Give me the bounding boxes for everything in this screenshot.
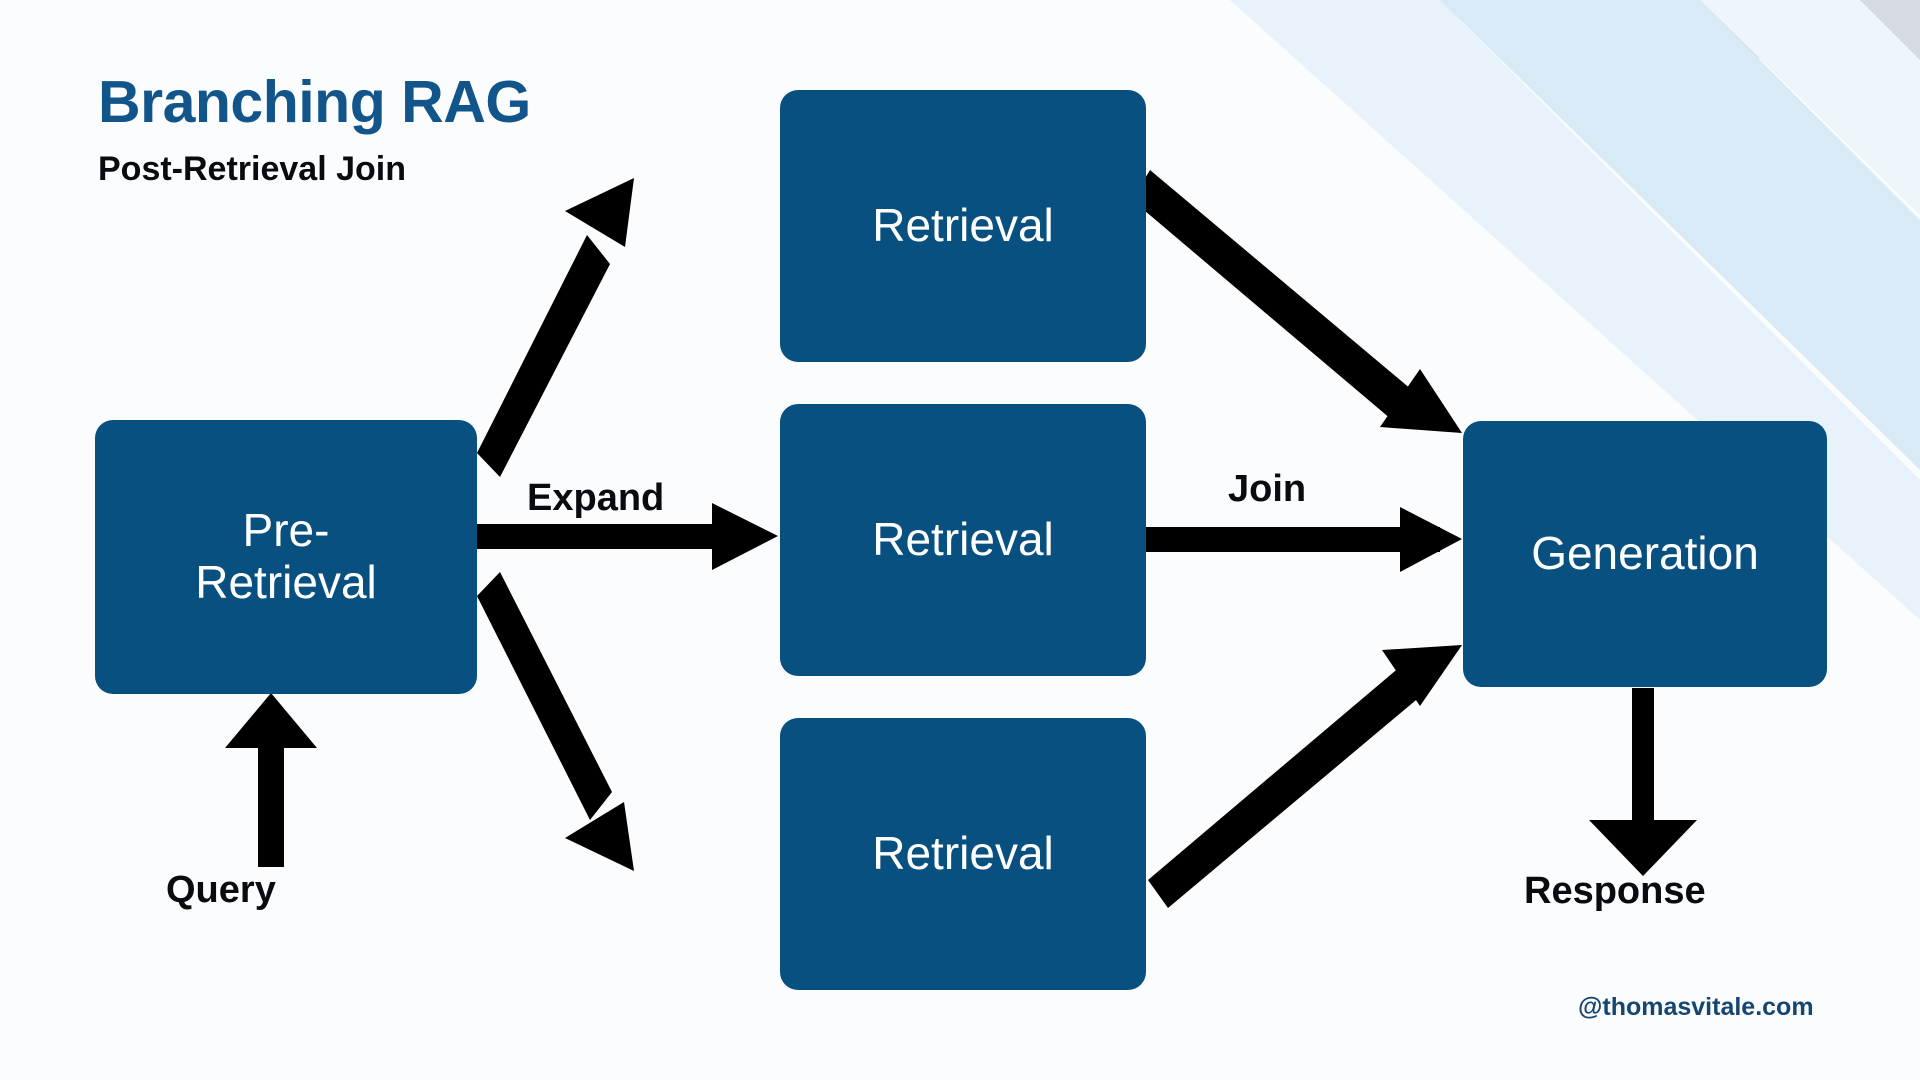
node-retrieval-1-label: Retrieval bbox=[872, 199, 1054, 252]
watermark: @thomasvitale.com bbox=[1578, 993, 1814, 1021]
title-block: Branching RAG Post-Retrieval Join bbox=[98, 69, 738, 188]
page-title: Branching RAG bbox=[98, 69, 531, 135]
edge-pre-retrieval-to-retrieval-2 bbox=[477, 503, 778, 570]
node-retrieval-2[interactable]: Retrieval bbox=[780, 404, 1146, 676]
edge-retrieval-1-to-generation bbox=[1132, 170, 1462, 433]
node-retrieval-1[interactable]: Retrieval bbox=[780, 90, 1146, 362]
node-generation[interactable]: Generation bbox=[1463, 421, 1827, 687]
edge-label-expand: Expand bbox=[527, 477, 665, 519]
node-pre-retrieval-label-line1: Pre- bbox=[242, 504, 330, 557]
edge-retrieval-3-to-generation bbox=[1148, 645, 1462, 908]
edge-label-join: Join bbox=[1228, 468, 1307, 510]
page-subtitle: Post-Retrieval Join bbox=[98, 150, 406, 188]
node-retrieval-3-label: Retrieval bbox=[872, 827, 1054, 880]
edge-pre-retrieval-to-retrieval-1 bbox=[477, 178, 634, 477]
edge-generation-to-response bbox=[1589, 688, 1697, 876]
edge-query-to-pre-retrieval bbox=[225, 693, 317, 867]
output-label-response: Response bbox=[1524, 870, 1706, 912]
node-pre-retrieval[interactable]: Pre- Retrieval bbox=[95, 420, 477, 694]
node-generation-label: Generation bbox=[1531, 527, 1759, 580]
node-pre-retrieval-label: Pre- Retrieval bbox=[187, 505, 385, 608]
edge-pre-retrieval-to-retrieval-3 bbox=[477, 572, 634, 871]
node-retrieval-3[interactable]: Retrieval bbox=[780, 718, 1146, 990]
node-retrieval-2-label: Retrieval bbox=[872, 513, 1054, 566]
input-label-query: Query bbox=[166, 869, 276, 911]
node-pre-retrieval-label-line2: Retrieval bbox=[195, 556, 377, 608]
edge-retrieval-2-to-generation bbox=[1146, 507, 1462, 572]
